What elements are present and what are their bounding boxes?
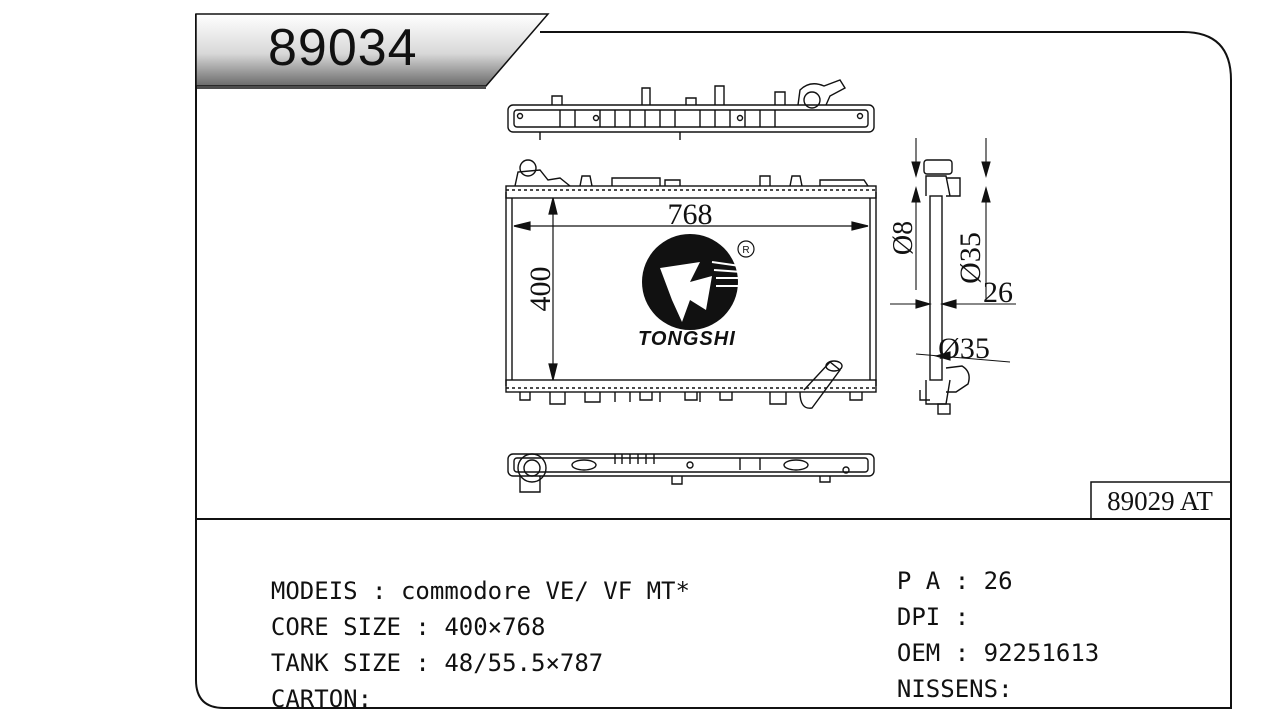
side-view — [919, 159, 970, 415]
title-tab — [195, 13, 550, 87]
spec-pa: P A : 26 — [896, 567, 1013, 595]
top-tank-view — [507, 79, 875, 140]
spec-core-size: CORE SIZE : 400×768 — [270, 613, 546, 641]
sheet-frame — [195, 14, 1232, 709]
depth-label: 26 — [983, 276, 1013, 309]
side-dimensions — [890, 138, 1016, 363]
spec-carton: CARTON: — [270, 685, 373, 713]
reference-code: 89029 AT — [1107, 486, 1213, 516]
spec-oem: OEM : 92251613 — [896, 639, 1100, 667]
width-dimension — [513, 221, 869, 231]
bottom-tank-view — [507, 453, 875, 493]
part-number: 89034 — [268, 19, 418, 77]
spec-dpi: DPI : — [896, 603, 984, 631]
registered-mark: R — [742, 245, 749, 256]
spec-label: DPI — [896, 603, 941, 631]
radiator-front-view — [505, 159, 877, 409]
spec-models: MODEIS : commodore VE/ VF MT* — [270, 577, 690, 605]
spec-value: commodore VE/ VF MT* — [400, 577, 690, 605]
height-dimension — [548, 197, 558, 381]
spec-value: 48/55.5×787 — [444, 649, 604, 677]
reference-box — [1090, 481, 1232, 520]
spec-label: TANK SIZE — [270, 649, 401, 677]
spec-label: MODEIS — [270, 577, 358, 605]
diameter-35-lower-label: Ø35 — [938, 332, 990, 365]
spec-label: P A — [896, 567, 941, 595]
width-dimension-label: 768 — [668, 198, 713, 231]
diameter-8-label: Ø8 — [888, 221, 919, 255]
brand-name: TONGSHI — [638, 328, 736, 350]
spec-label: CORE SIZE — [270, 613, 401, 641]
tongshi-logo: R — [642, 234, 755, 330]
spec-label: CARTON — [270, 685, 358, 713]
spec-value: 92251613 — [983, 639, 1100, 667]
spec-nissens: NISSENS: — [896, 675, 1013, 703]
spec-label: NISSENS — [896, 675, 999, 703]
spec-tank-size: TANK SIZE : 48/55.5×787 — [270, 649, 604, 677]
diameter-35-upper-label: Ø35 — [954, 232, 987, 284]
spec-value: 400×768 — [444, 613, 546, 641]
spec-label: OEM — [896, 639, 941, 667]
spec-value: 26 — [983, 567, 1013, 595]
height-dimension-label: 400 — [524, 267, 557, 312]
